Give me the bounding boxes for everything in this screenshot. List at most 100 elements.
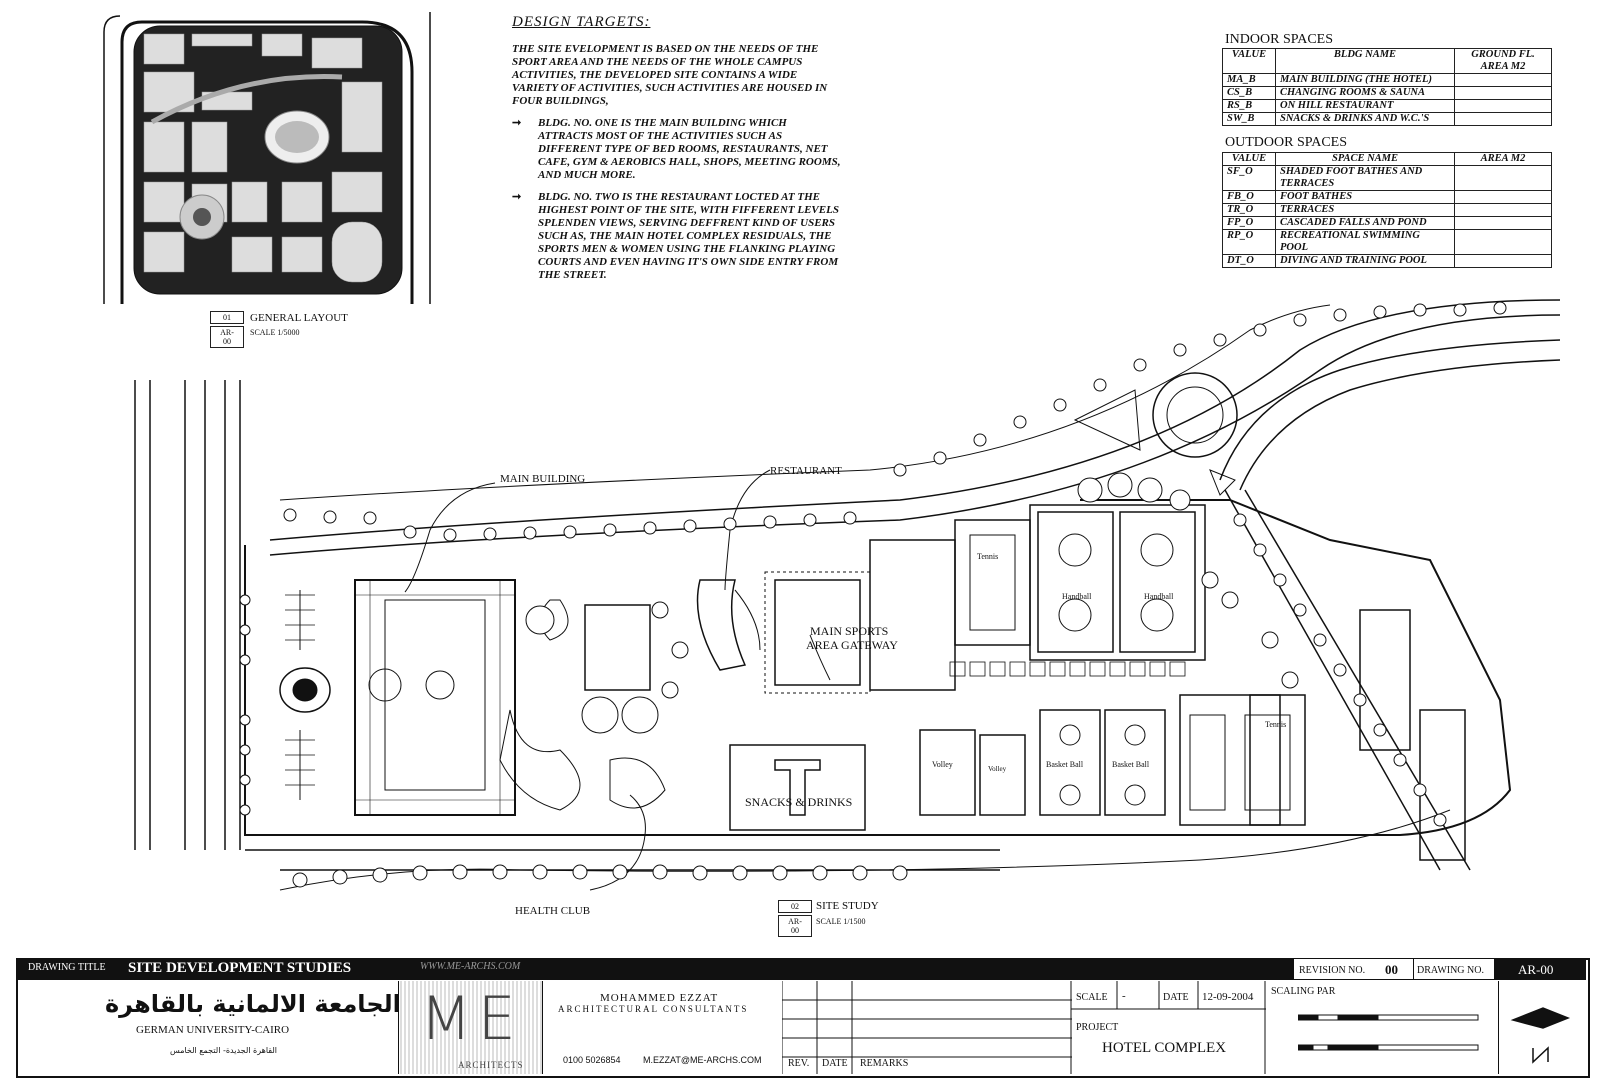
- cell-area: [1454, 86, 1552, 100]
- column-header: VALUE: [1222, 48, 1276, 74]
- revision-cell: [1293, 959, 1414, 979]
- university-block: [18, 981, 399, 1074]
- general-layout-map: [92, 12, 442, 304]
- drawing-title: SITE DEVELOPMENT STUDIES: [128, 960, 352, 976]
- cell-area: [1454, 99, 1552, 113]
- university-address: القاهرة الجديدة- التجمع الخامس: [170, 1046, 277, 1055]
- label-restaurant: RESTAURANT: [770, 465, 842, 477]
- cell-value: FP_O: [1222, 216, 1276, 230]
- cell-area: [1454, 73, 1552, 87]
- scaling-bar-label: SCALING PAR: [1271, 986, 1336, 997]
- general-layout-number: 01: [210, 311, 244, 324]
- label-health-club: HEALTH CLUB: [515, 905, 591, 917]
- arrow-right-icon: ➞: [512, 191, 522, 203]
- drawing-no-label: DRAWING NO.: [1417, 965, 1484, 976]
- general-layout-title: GENERAL LAYOUT: [250, 312, 348, 324]
- cell-area: [1454, 229, 1552, 255]
- cell-name: SNACKS & DRINKS AND W.C.'S: [1275, 112, 1455, 126]
- date-label: DATE: [1163, 992, 1189, 1003]
- revision-label: REVISION NO.: [1299, 965, 1366, 976]
- scaling-bars: [1298, 1014, 1479, 1051]
- university-english-name: GERMAN UNIVERSITY-CAIRO: [136, 1024, 290, 1036]
- site-study-number: 02: [778, 900, 812, 913]
- site-plan: [134, 299, 1561, 891]
- rev-column-header: REV.: [788, 1058, 810, 1069]
- general-layout-sheet: AR-00: [210, 326, 244, 348]
- design-targets-title: DESIGN TARGETS:: [512, 14, 651, 30]
- cell-value: TR_O: [1222, 203, 1276, 217]
- general-layout-scale: SCALE 1/5000: [250, 328, 300, 337]
- cell-name: RECREATIONAL SWIMMING POOL: [1275, 229, 1455, 255]
- site-study-title: SITE STUDY: [816, 900, 879, 912]
- cell-value: FB_O: [1222, 190, 1276, 204]
- cell-name: MAIN BUILDING (THE HOTEL): [1275, 73, 1455, 87]
- label-tennis-2: Tennis: [1265, 720, 1287, 729]
- site-study-sheet: AR-00: [778, 915, 812, 937]
- column-header: AREA M2: [1454, 152, 1552, 166]
- project-name: HOTEL COMPLEX: [1102, 1040, 1227, 1056]
- cell-value: MA_B: [1222, 73, 1276, 87]
- logo-letters: ME: [420, 984, 522, 1054]
- bullet-2-text: BLDG. NO. TWO IS THE RESTAURANT LOCTED A…: [538, 191, 839, 281]
- firm-logo: [400, 981, 543, 1074]
- table-header-row: VALUE SPACE NAME AREA M2: [1222, 152, 1552, 166]
- label-gateway-line-1: MAIN SPORTS: [810, 624, 889, 638]
- label-main-building: MAIN BUILDING: [500, 473, 586, 485]
- drawing-no-cell: [1413, 959, 1494, 979]
- logo-sub: ARCHITECTS: [458, 1060, 524, 1070]
- watermark-url: WWW.ME-ARCHS.COM: [420, 961, 521, 972]
- scale-label: SCALE: [1076, 992, 1108, 1003]
- label-gateway-line-2: AREA GATEWAY: [806, 638, 898, 652]
- label-basketball-1: Basket Ball: [1046, 760, 1084, 769]
- cell-name: FOOT BATHES: [1275, 190, 1455, 204]
- cell-value: DT_O: [1222, 254, 1276, 268]
- north-arrow-cell: [1498, 981, 1587, 1074]
- table-header-row: VALUE BLDG NAME GROUND FL. AREA M2: [1222, 48, 1552, 74]
- project-label: PROJECT: [1076, 1022, 1119, 1033]
- firm-subtitle: ARCHITECTURAL CONSULTANTS: [558, 1004, 749, 1014]
- outdoor-spaces-title: OUTDOOR SPACES: [1225, 135, 1348, 150]
- title-block-bar: [16, 958, 1586, 980]
- design-targets-bullet-1: ➞BLDG. NO. ONE IS THE MAIN BUILDING WHIC…: [512, 117, 842, 182]
- cell-value: RP_O: [1222, 229, 1276, 255]
- site-study-scale: SCALE 1/1500: [816, 917, 866, 926]
- north-arrow-icon: [1510, 1007, 1571, 1064]
- date-value: 12-09-2004: [1202, 991, 1254, 1003]
- cell-name: SHADED FOOT BATHES AND TERRACES: [1275, 165, 1455, 191]
- cell-value: SW_B: [1222, 112, 1276, 126]
- drawing-title-label: DRAWING TITLE: [28, 962, 106, 973]
- cell-value: SF_O: [1222, 165, 1276, 191]
- cell-area: [1454, 216, 1552, 230]
- label-volley-1: Volley: [932, 760, 953, 769]
- scale-value: -: [1122, 990, 1126, 1002]
- firm-name: MOHAMMED EZZAT: [600, 992, 719, 1004]
- design-targets-bullet-2: ➞ BLDG. NO. TWO IS THE RESTAURANT LOCTED …: [512, 191, 842, 282]
- cell-area: [1454, 190, 1552, 204]
- arrow-right-icon: ➞: [512, 117, 522, 129]
- project-info-grid: [1071, 981, 1266, 1074]
- firm-phone: 0100 5026854: [563, 1055, 621, 1065]
- column-header: BLDG NAME: [1275, 48, 1455, 74]
- university-arabic-name: الجامعة الالمانية بالقاهرة: [105, 990, 401, 1018]
- column-header: GROUND FL. AREA M2: [1454, 48, 1552, 74]
- cell-name: ON HILL RESTAURANT: [1275, 99, 1455, 113]
- label-basketball-2: Basket Ball: [1112, 760, 1150, 769]
- drawing-no-value: AR-00: [1518, 962, 1554, 977]
- indoor-spaces-title: INDOOR SPACES: [1225, 32, 1334, 47]
- cell-area: [1454, 203, 1552, 217]
- cell-name: DIVING AND TRAINING POOL: [1275, 254, 1455, 268]
- label-tennis-1: Tennis: [977, 552, 999, 561]
- cell-area: [1454, 254, 1552, 268]
- cell-value: CS_B: [1222, 86, 1276, 100]
- firm-email: M.EZZAT@ME-ARCHS.COM: [643, 1055, 762, 1065]
